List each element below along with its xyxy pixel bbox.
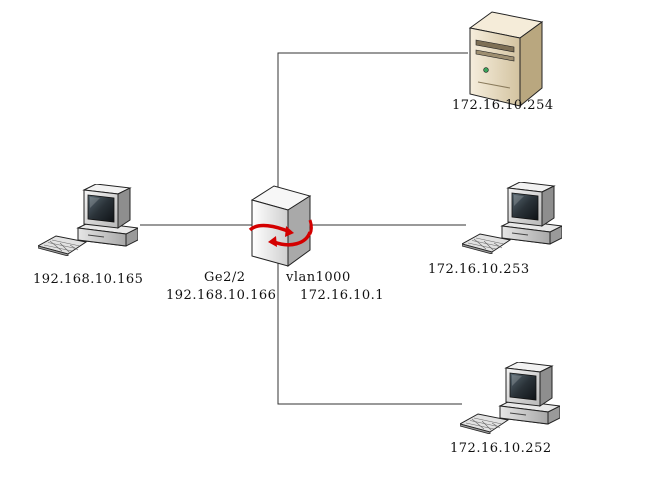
pc-bottom-ip-label: 172.16.10.252 bbox=[450, 441, 552, 456]
link-router-pc-bottom bbox=[277, 262, 462, 405]
router-right-interface-label: vlan1000 bbox=[286, 270, 351, 285]
left-pc-ip-label: 192.168.10.165 bbox=[33, 272, 144, 287]
router-right-ip-label: 172.16.10.1 bbox=[300, 288, 385, 303]
connection-lines bbox=[140, 52, 468, 405]
server-icon bbox=[468, 11, 544, 108]
desktop-computer-icon bbox=[462, 182, 562, 254]
server-ip-label: 172.16.10.254 bbox=[452, 98, 554, 113]
pc-mid-ip-label: 172.16.10.253 bbox=[428, 262, 530, 277]
router-icon bbox=[248, 185, 313, 267]
link-router-server bbox=[277, 52, 468, 190]
router-left-interface-label: Ge2/2 bbox=[204, 270, 246, 285]
router-left-ip-label: 192.168.10.166 bbox=[166, 288, 277, 303]
desktop-computer-icon bbox=[460, 362, 560, 434]
desktop-computer-icon bbox=[38, 184, 138, 256]
